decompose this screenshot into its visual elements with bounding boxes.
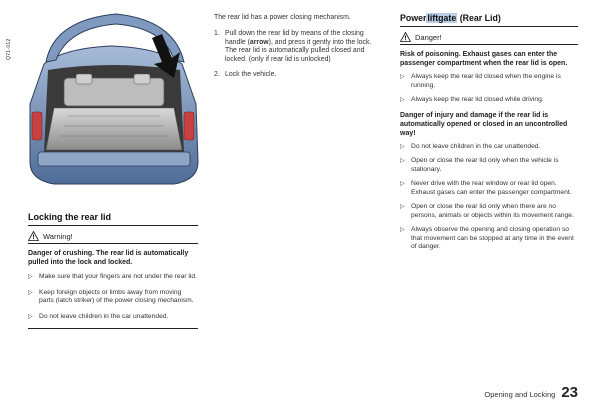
page-number: 23 <box>561 384 578 401</box>
warning-triangle-icon <box>28 231 39 241</box>
section-title-liftgate: Powerliftgate (Rear Lid) <box>400 13 501 23</box>
figure-code: Q71-012 <box>6 38 12 60</box>
list-item: ▷Always keep the rear lid closed while d… <box>400 96 544 103</box>
page-footer: Opening and Locking 23 <box>484 384 578 401</box>
list-item: ▷Always observe the opening and closing … <box>400 226 574 250</box>
danger-label: Danger! <box>415 32 442 42</box>
bullet-triangle-icon: ▷ <box>400 74 405 80</box>
warning-text: Danger of crushing. The rear lid is auto… <box>28 250 189 266</box>
list-item: ▷Make sure that your fingers are not und… <box>28 273 197 280</box>
bullet-triangle-icon: ▷ <box>400 227 405 233</box>
danger-text-2: Danger of injury and damage if the rear … <box>400 111 568 137</box>
right-bullets-b: ▷Do not leave children in the car unatte… <box>400 143 578 252</box>
bullet-triangle-icon: ▷ <box>400 143 405 150</box>
list-item: ▷Always keep the rear lid closed when th… <box>400 73 561 89</box>
middle-column: The rear lid has a power closing mechani… <box>214 14 382 86</box>
section-title-locking: Locking the rear lid <box>28 212 112 222</box>
list-item: ▷Open or close the rear lid only when th… <box>400 203 574 219</box>
bullet-triangle-icon: ▷ <box>400 181 405 187</box>
step-item: 1. Pull down the rear lid by means of th… <box>214 29 372 64</box>
list-item: ▷Do not leave children in the car unatte… <box>400 142 541 150</box>
figure: Q71-012 <box>6 12 199 190</box>
bullet-triangle-icon: ▷ <box>28 289 33 296</box>
warning-label: Warning! <box>43 231 73 241</box>
danger-header: Danger! <box>400 26 578 45</box>
right-column: Powerliftgate (Rear Lid) Danger! Risk of… <box>400 13 578 258</box>
bullet-triangle-icon: ▷ <box>400 97 405 103</box>
footer-section-name: Opening and Locking <box>484 390 556 399</box>
list-item: ▷Keep foreign objects or limbs away from… <box>28 288 194 305</box>
right-bullets-a: ▷Always keep the rear lid closed when th… <box>400 73 578 105</box>
warning-header: Warning! <box>28 225 198 244</box>
left-bullets: ▷Make sure that your fingers are not und… <box>28 273 198 321</box>
bullet-triangle-icon: ▷ <box>28 274 33 280</box>
search-highlight: liftgate <box>426 13 458 23</box>
car-rear-lid-illustration <box>29 13 199 185</box>
bullet-triangle-icon: ▷ <box>400 158 405 164</box>
list-item: ▷Open or close the rear lid only when th… <box>400 157 559 173</box>
intro-text: The rear lid has a power closing mechani… <box>214 14 351 21</box>
danger-text: Risk of poisoning. Exhaust gases can ent… <box>400 51 568 67</box>
bullet-triangle-icon: ▷ <box>28 313 33 320</box>
bullet-triangle-icon: ▷ <box>400 204 405 210</box>
warning-triangle-icon <box>400 32 411 42</box>
left-column: Q71-012 <box>6 12 199 329</box>
list-item: ▷Do not leave children in the car unatte… <box>28 312 169 320</box>
steps-list: 1. Pull down the rear lid by means of th… <box>214 30 382 80</box>
list-item: ▷Never drive with the rear window or rea… <box>400 180 572 196</box>
divider <box>28 328 198 329</box>
step-item: 2. Lock the vehicle. <box>214 70 277 78</box>
